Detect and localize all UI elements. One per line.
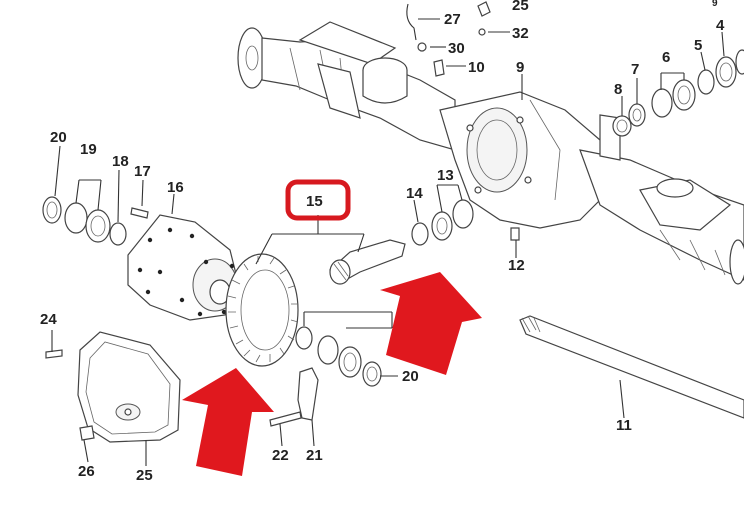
ring-gear (225, 253, 299, 367)
callout-7: 7 (631, 61, 639, 78)
bolt-22 (269, 411, 302, 427)
carrier-bearing-group-right (295, 326, 382, 387)
callout-15: 15 (306, 193, 323, 210)
bearing-cap-21 (297, 367, 319, 421)
red-arrow-left (182, 368, 274, 476)
breather-parts (406, 1, 491, 77)
callout-labels: 27 25 32 30 10 9 9 4 5 6 7 8 20 19 18 17… (40, 0, 725, 484)
callout-10: 10 (468, 59, 485, 76)
bearing-cup-6 (651, 88, 673, 118)
bolt-17 (130, 207, 149, 219)
plug-12 (510, 227, 520, 241)
axle-shaft-11 (519, 315, 744, 419)
callout-20-lower: 20 (402, 368, 419, 385)
callout-24: 24 (40, 311, 57, 328)
differential-cover-25 (45, 331, 181, 443)
red-arrow-right (380, 272, 482, 375)
plug-26 (79, 425, 95, 441)
shim-20-upper (42, 196, 62, 224)
breather-10 (433, 59, 445, 77)
callout-6: 6 (662, 49, 670, 66)
callout-32: 32 (512, 25, 529, 42)
bearing-cone-13 (431, 211, 453, 241)
seal-5 (697, 69, 715, 95)
callout-22: 22 (272, 447, 289, 464)
callout-25-cover: 25 (136, 467, 153, 484)
callout-5: 5 (694, 37, 702, 54)
callout-25: 25 (512, 0, 529, 14)
callout-9-small: 9 (712, 0, 718, 9)
bearing-cup-19 (64, 202, 88, 234)
callout-27: 27 (444, 11, 461, 28)
pinion-bearing-group (411, 199, 520, 246)
red-arrows (182, 272, 482, 476)
leader-lines (51, 18, 725, 466)
callout-21: 21 (306, 447, 323, 464)
callout-16: 16 (167, 179, 184, 196)
ring-7 (628, 103, 646, 127)
callout-26: 26 (78, 463, 95, 480)
seal-4 (715, 56, 737, 88)
callout-17: 17 (134, 163, 151, 180)
callout-11: 11 (616, 417, 632, 434)
shim-18 (109, 222, 127, 246)
fitting-30 (417, 42, 427, 52)
callout-30: 30 (448, 40, 465, 57)
callout-8: 8 (614, 81, 622, 98)
ring-and-pinion-15 (225, 239, 406, 367)
spacer-14 (411, 222, 429, 246)
axle-housing (237, 21, 744, 285)
shim-20-lower (362, 361, 382, 387)
callout-12: 12 (508, 257, 525, 274)
callout-20-upper: 20 (50, 129, 67, 146)
callout-4: 4 (716, 17, 725, 34)
bearing-cap-group (269, 367, 319, 427)
callout-13: 13 (437, 167, 454, 184)
highlight-box-15 (285, 179, 351, 221)
bearing-cup-13 (452, 199, 474, 229)
washer-32 (478, 28, 486, 36)
bearing-cone-19 (85, 209, 111, 243)
callout-18: 18 (112, 153, 129, 170)
carrier-bearing-group-left (42, 196, 241, 321)
bolt-24 (45, 349, 63, 359)
spring-seat-left (298, 21, 397, 65)
callout-9: 9 (516, 59, 524, 76)
callout-14: 14 (406, 185, 423, 202)
seal-8 (612, 115, 632, 137)
upper-right-bearings (612, 49, 744, 137)
bearing-cone-6 (672, 79, 696, 111)
callout-19: 19 (80, 141, 97, 158)
